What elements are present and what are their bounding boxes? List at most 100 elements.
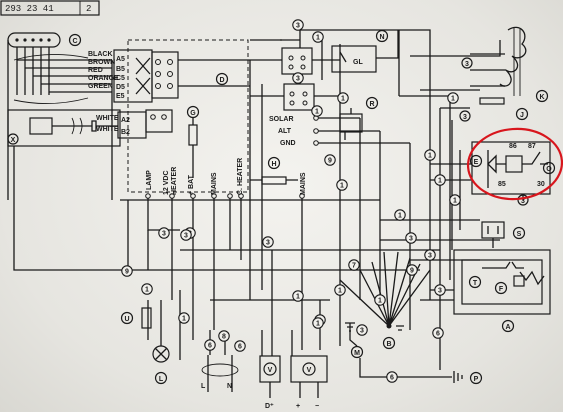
svg-text:6: 6 xyxy=(208,343,212,350)
charge-terminals: SOLAR ALT GND xyxy=(269,115,410,147)
wire-green: GREEN xyxy=(88,83,113,90)
terminal-block-mid: A2 B2 xyxy=(117,109,173,139)
svg-text:1: 1 xyxy=(338,288,342,295)
label-minus: − xyxy=(315,403,319,410)
wire-number-marker: 3 xyxy=(356,324,368,336)
wire-number-marker: 1 xyxy=(312,317,324,329)
svg-text:3: 3 xyxy=(296,23,300,30)
svg-text:T: T xyxy=(473,280,478,287)
svg-text:1: 1 xyxy=(438,178,442,185)
label-n: N xyxy=(227,383,232,390)
wire-white-1: WHITE xyxy=(96,115,119,122)
wire-number-marker: 1 xyxy=(334,284,346,296)
label-alt: ALT xyxy=(278,128,292,135)
component-l: L xyxy=(152,345,170,385)
wire-number-marker: 1 xyxy=(178,312,190,324)
svg-text:K: K xyxy=(539,94,544,101)
wire-number-marker: 7 xyxy=(348,259,360,271)
component-m: M xyxy=(345,322,364,359)
svg-text:3: 3 xyxy=(463,114,467,121)
svg-text:U: U xyxy=(124,316,129,323)
svg-text:H: H xyxy=(271,161,276,168)
svg-text:M: M xyxy=(354,350,360,357)
wire-number-marker: 6 xyxy=(204,339,216,351)
wire-number-marker: 3 xyxy=(405,232,417,244)
relay-pin-87: 87 xyxy=(528,143,536,150)
component-s: S xyxy=(481,221,526,248)
label-bat: + BAT xyxy=(188,174,195,195)
wiring-trunk xyxy=(7,29,501,378)
drawing-code: 293 23 41 xyxy=(5,4,54,14)
wire-number-marker: 9 xyxy=(324,154,336,166)
wire-red: RED xyxy=(88,67,103,74)
wire-number-marker: 3 xyxy=(424,249,436,261)
svg-text:1: 1 xyxy=(316,321,320,328)
svg-text:O: O xyxy=(546,166,552,173)
wire-number-marker: 6 xyxy=(386,371,398,383)
relay-pin-86: 86 xyxy=(509,143,517,150)
svg-text:N: N xyxy=(379,34,384,41)
wire-number-marker: 1 xyxy=(336,179,348,191)
component-j: J xyxy=(479,97,529,121)
component-k: K 3 3 xyxy=(459,26,549,122)
label-gl: GL xyxy=(353,59,363,66)
svg-text:1: 1 xyxy=(296,294,300,301)
voltmeters: V V D⁺ + − xyxy=(259,355,328,410)
svg-text:1: 1 xyxy=(428,153,432,160)
wire-number-marker: 1 xyxy=(449,194,461,206)
wire-number-marker: 9 xyxy=(121,265,133,277)
svg-text:G: G xyxy=(190,110,196,117)
svg-text:J: J xyxy=(520,112,524,119)
svg-text:L: L xyxy=(159,376,164,383)
svg-text:V: V xyxy=(268,367,273,374)
svg-text:1: 1 xyxy=(453,198,457,205)
svg-text:3: 3 xyxy=(521,198,525,205)
label-lamp: LAMP xyxy=(146,170,153,190)
label-12vdc: 12 VDC xyxy=(163,170,170,195)
svg-text:1: 1 xyxy=(316,35,320,42)
wire-number-marker: 8 xyxy=(218,330,230,342)
pin-d5: D5 xyxy=(116,84,125,91)
component-g: G xyxy=(186,105,200,178)
wire-number-marker: 1 xyxy=(292,290,304,302)
wire-number-marker: 1 xyxy=(434,174,446,186)
pin-c5: C5 xyxy=(116,75,125,82)
wire-number-marker: 1 xyxy=(337,92,349,104)
svg-text:3: 3 xyxy=(296,76,300,83)
svg-text:8: 8 xyxy=(222,334,226,341)
drawing-sheet: 2 xyxy=(86,4,91,14)
label-plus: + xyxy=(296,403,300,410)
wire-number-markers: 31311131911333181911131396176663311 xyxy=(121,19,461,383)
component-h: H xyxy=(250,156,298,185)
component-n: GL N xyxy=(331,29,399,73)
pin-a2: A2 xyxy=(121,117,130,124)
svg-text:R: R xyxy=(369,101,374,108)
label-gnd: GND xyxy=(280,140,296,147)
wire-number-marker: 1 xyxy=(374,294,386,306)
label-c-heater: C. HEATER xyxy=(237,158,244,195)
wire-number-marker: 1 xyxy=(394,209,406,221)
label-l: L xyxy=(201,383,206,390)
label-x: X xyxy=(11,137,16,144)
wire-number-marker: 6 xyxy=(432,327,444,339)
svg-text:1: 1 xyxy=(145,287,149,294)
wire-number-marker: 1 xyxy=(447,92,459,104)
relay-pin-85: 85 xyxy=(498,181,506,188)
terminal-labels-bottom: LAMP 12 VDC HEATER + BAT MAINS C. HEATER… xyxy=(146,158,307,195)
wire-white-2: WHITE xyxy=(96,126,119,133)
label-c: C xyxy=(72,38,77,45)
component-u: U xyxy=(120,307,152,329)
svg-text:1: 1 xyxy=(451,96,455,103)
svg-text:P: P xyxy=(474,376,479,383)
svg-text:B: B xyxy=(386,341,391,348)
svg-text:3: 3 xyxy=(465,61,469,68)
label-solar: SOLAR xyxy=(269,116,294,123)
connector-c: C xyxy=(7,32,112,105)
highlight-circle xyxy=(466,127,563,201)
label-mains-2: MAINS xyxy=(300,172,307,195)
mains-cable: L N xyxy=(201,355,239,392)
svg-text:A: A xyxy=(505,324,510,331)
svg-text:3: 3 xyxy=(428,253,432,260)
terminal-block-top: A5 B5 C5 D5 E5 xyxy=(113,49,179,103)
